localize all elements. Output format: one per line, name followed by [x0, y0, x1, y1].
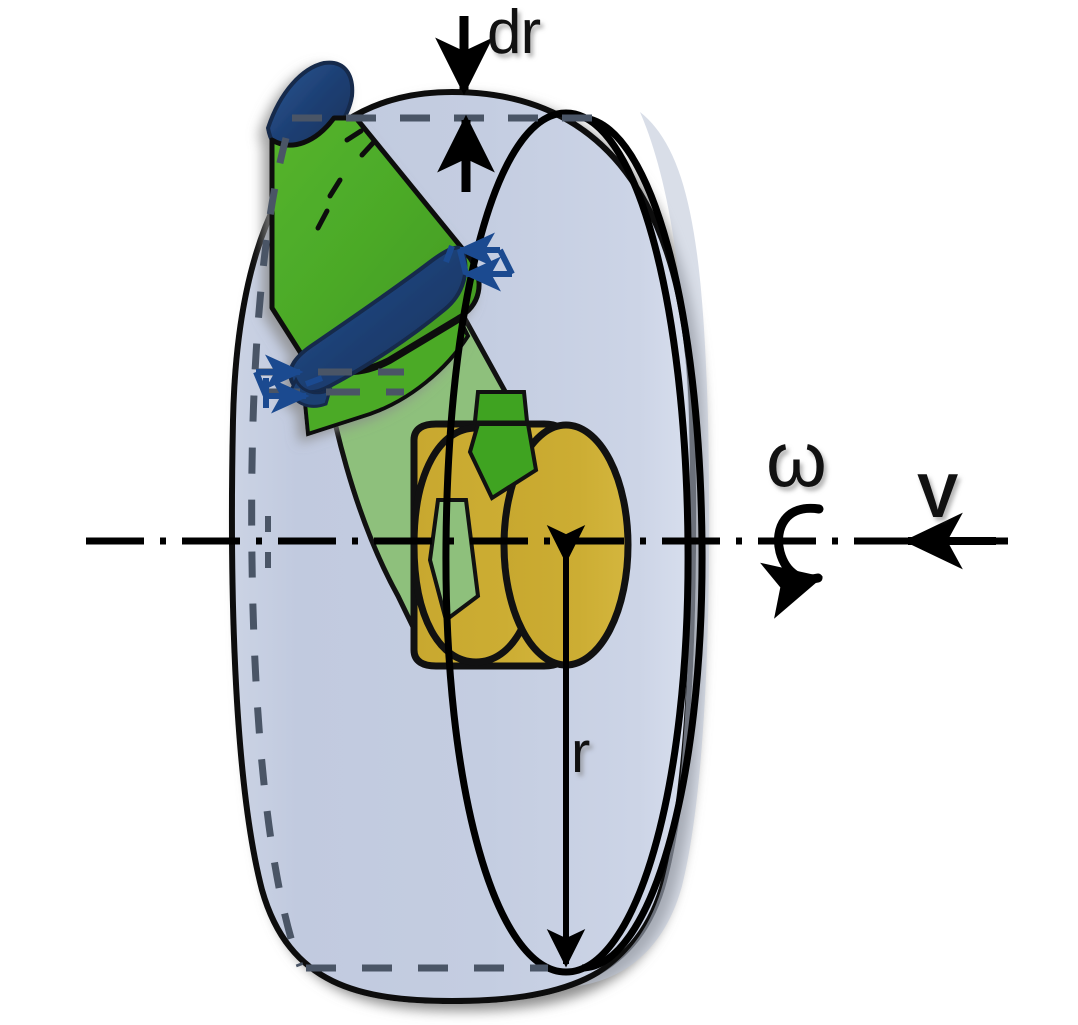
- rotor-inner-circle: [442, 109, 706, 976]
- annotation-bracket-lower: [253, 354, 310, 414]
- annotation-bracket-upper: [456, 232, 515, 292]
- label-r: r: [571, 720, 591, 785]
- label-dr: dr: [487, 0, 541, 67]
- label-omega: ω: [766, 415, 827, 503]
- annotation-tick-marks: [304, 244, 455, 387]
- rotation-arrow[interactable]: [760, 503, 824, 619]
- label-velocity: V: [917, 462, 959, 531]
- hidden-edge-arc: [248, 137, 304, 968]
- blade-primary: [265, 60, 482, 437]
